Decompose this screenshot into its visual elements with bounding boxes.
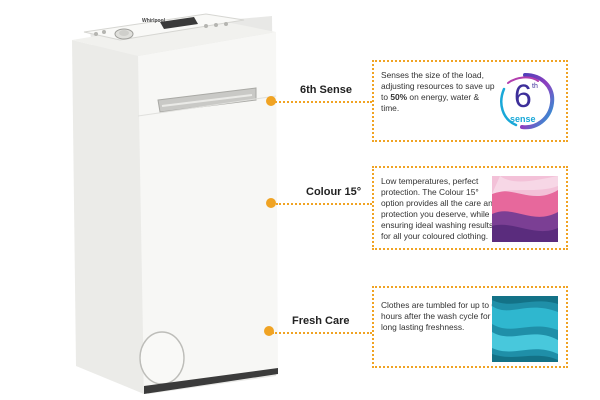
marker-fresh-care [264,326,274,336]
washer-brand-logo: Whirlpool [142,18,166,24]
marker-6th-sense [266,96,276,106]
blue-fabric-image [492,296,558,362]
marker-colour-15 [266,198,276,208]
feature-card-colour-15: Low temperatures, perfect protection. Th… [372,166,568,250]
connector-colour-15 [276,203,372,205]
label-colour-15: Colour 15° [306,186,362,198]
label-fresh-care: Fresh Care [292,315,350,327]
highlight-50-percent: 50% [390,92,408,102]
sixth-sense-logo-number: 6 [514,78,532,114]
connector-fresh-care [272,332,372,334]
sixth-sense-logo-ordinal: th [532,83,538,90]
feature-text-6th-sense: Senses the size of the load, adjusting r… [381,70,495,113]
feature-text-fresh-care: Clothes are tumbled for up to 6 hours af… [381,300,496,332]
sixth-sense-logo-word: sense [510,114,536,124]
label-6th-sense: 6th Sense [300,84,352,96]
feature-card-fresh-care: Clothes are tumbled for up to 6 hours af… [372,286,568,368]
washing-machine-image [72,13,278,394]
sixth-sense-logo: 6 th sense [492,69,558,135]
pink-fabric-image [492,176,558,242]
connector-6th-sense [272,101,372,103]
feature-card-6th-sense: Senses the size of the load, adjusting r… [372,60,568,142]
feature-text-colour-15: Low temperatures, perfect protection. Th… [381,176,498,241]
